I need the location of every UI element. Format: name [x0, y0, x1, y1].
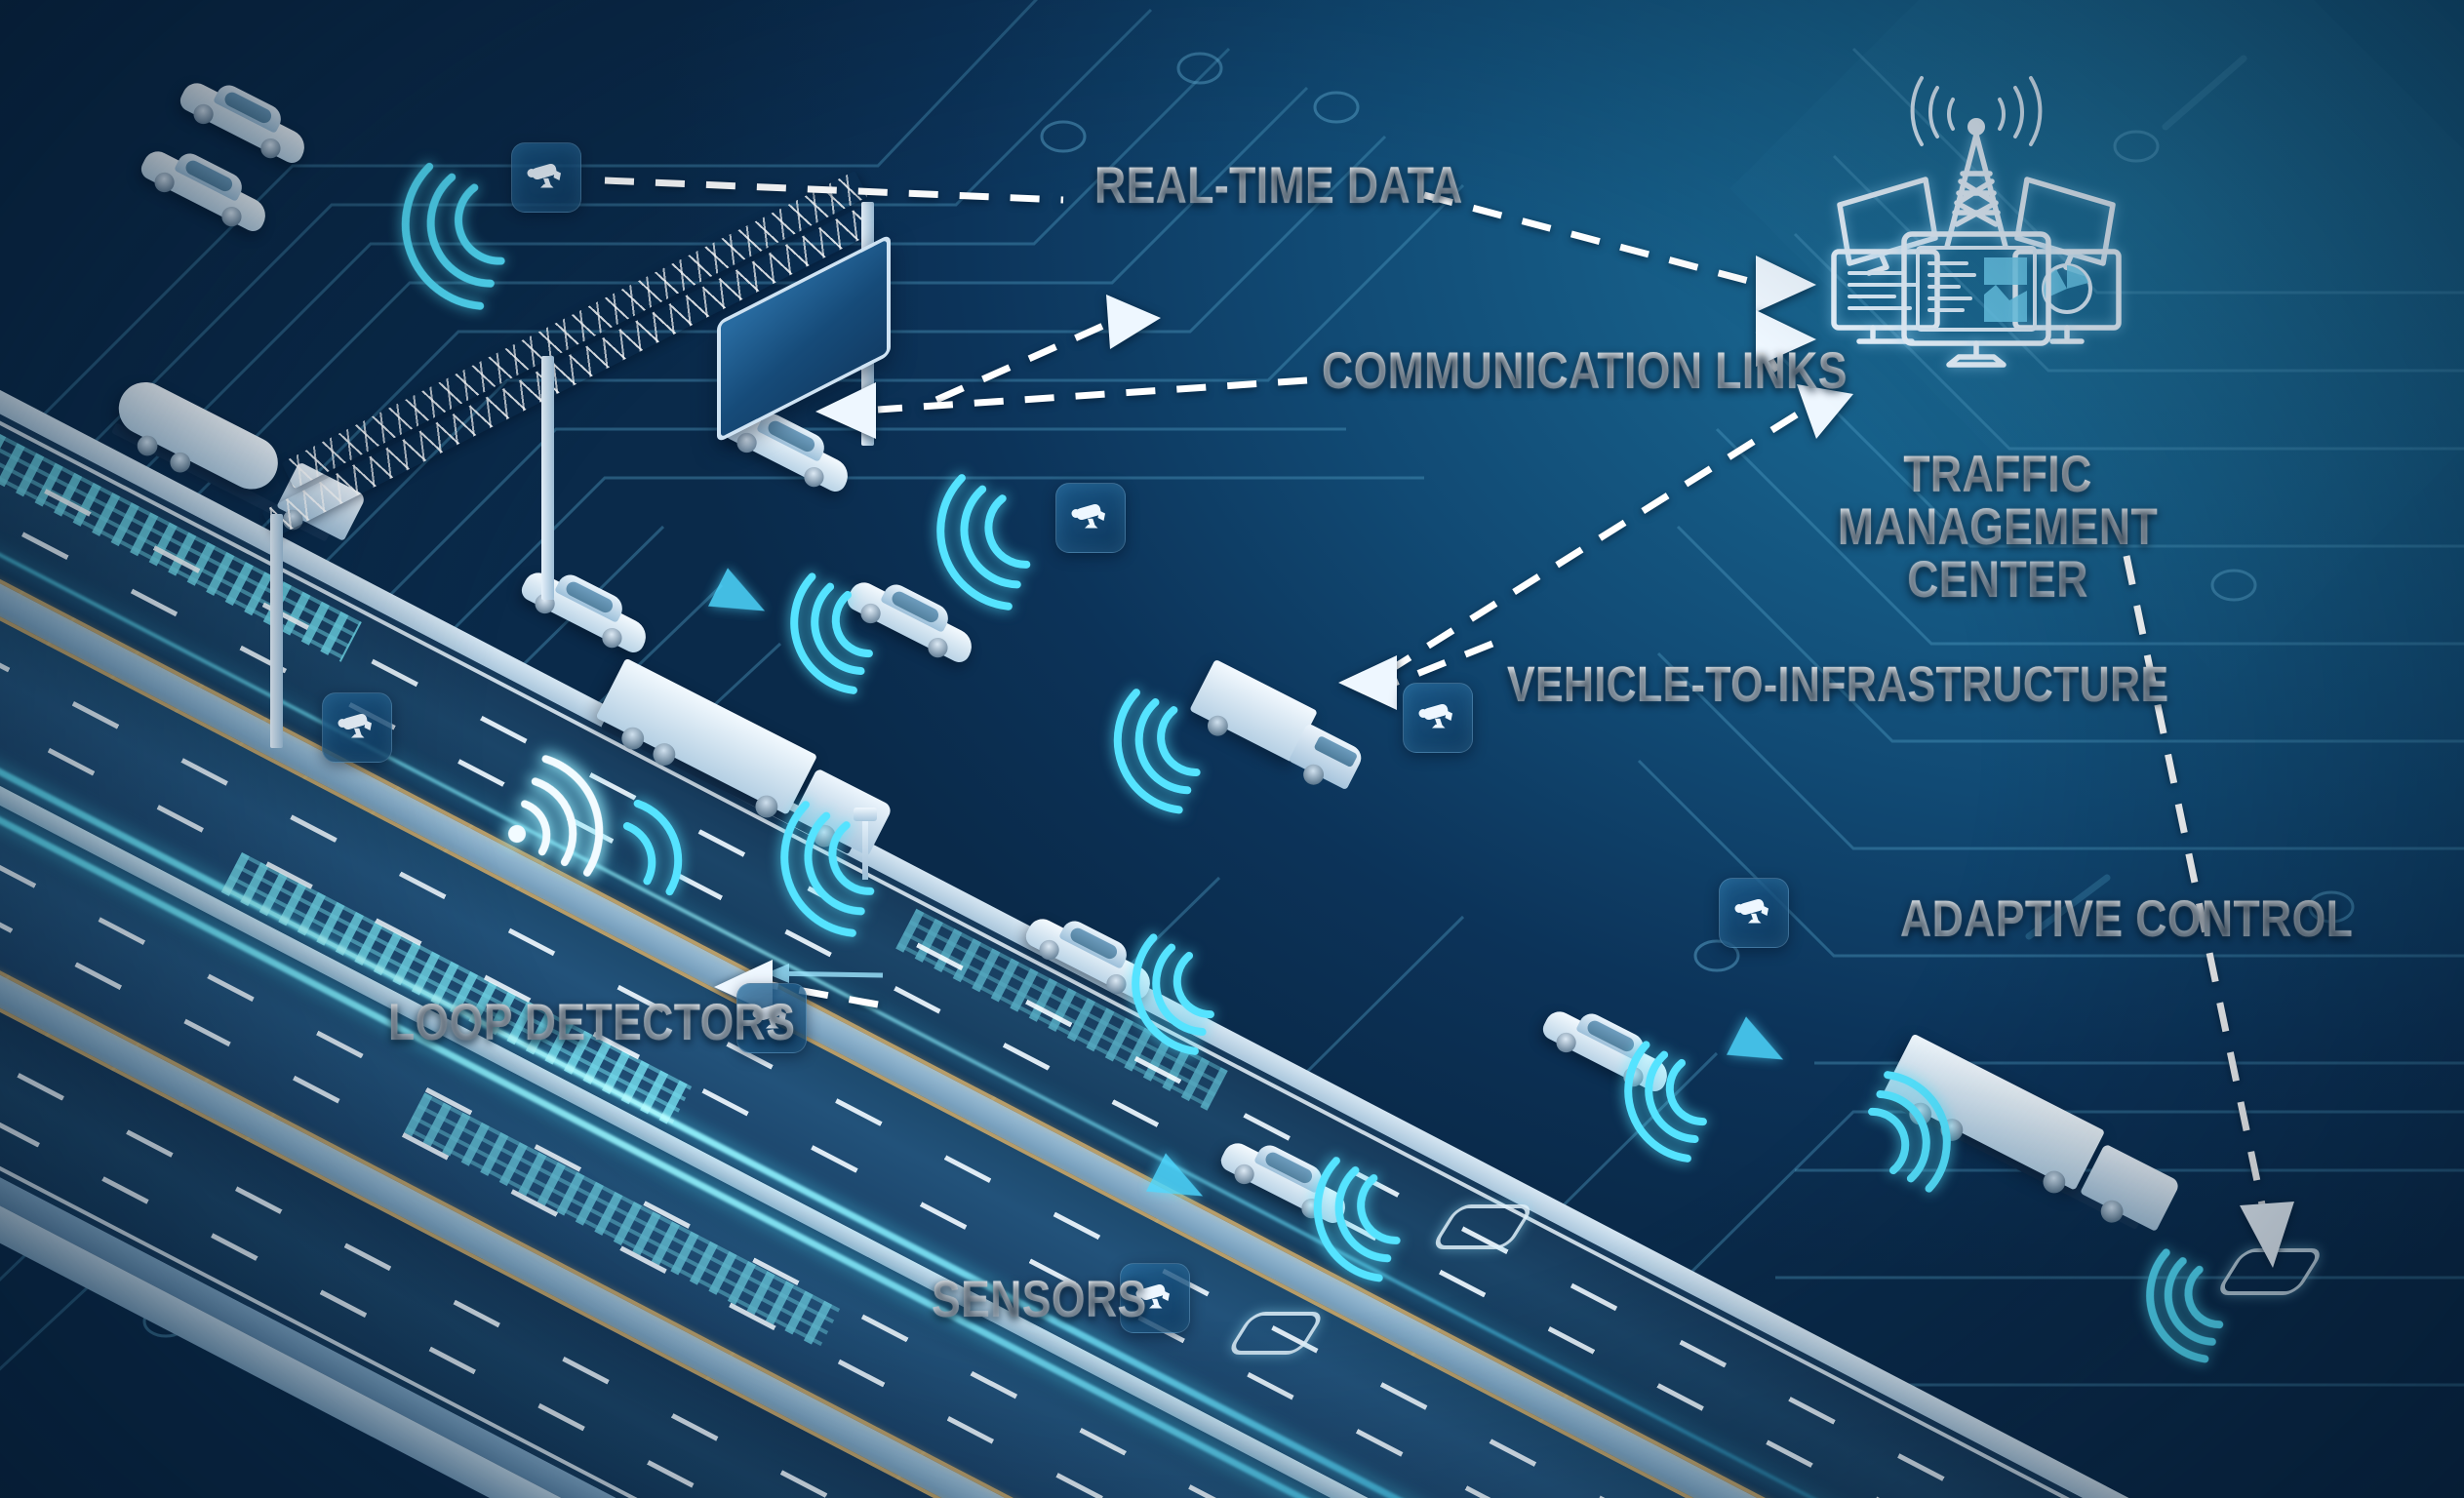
vignette-overlay	[0, 0, 2464, 1498]
infographic-canvas: REAL-TIME DATA COMMUNICATION LINKS TRAFF…	[0, 0, 2464, 1498]
